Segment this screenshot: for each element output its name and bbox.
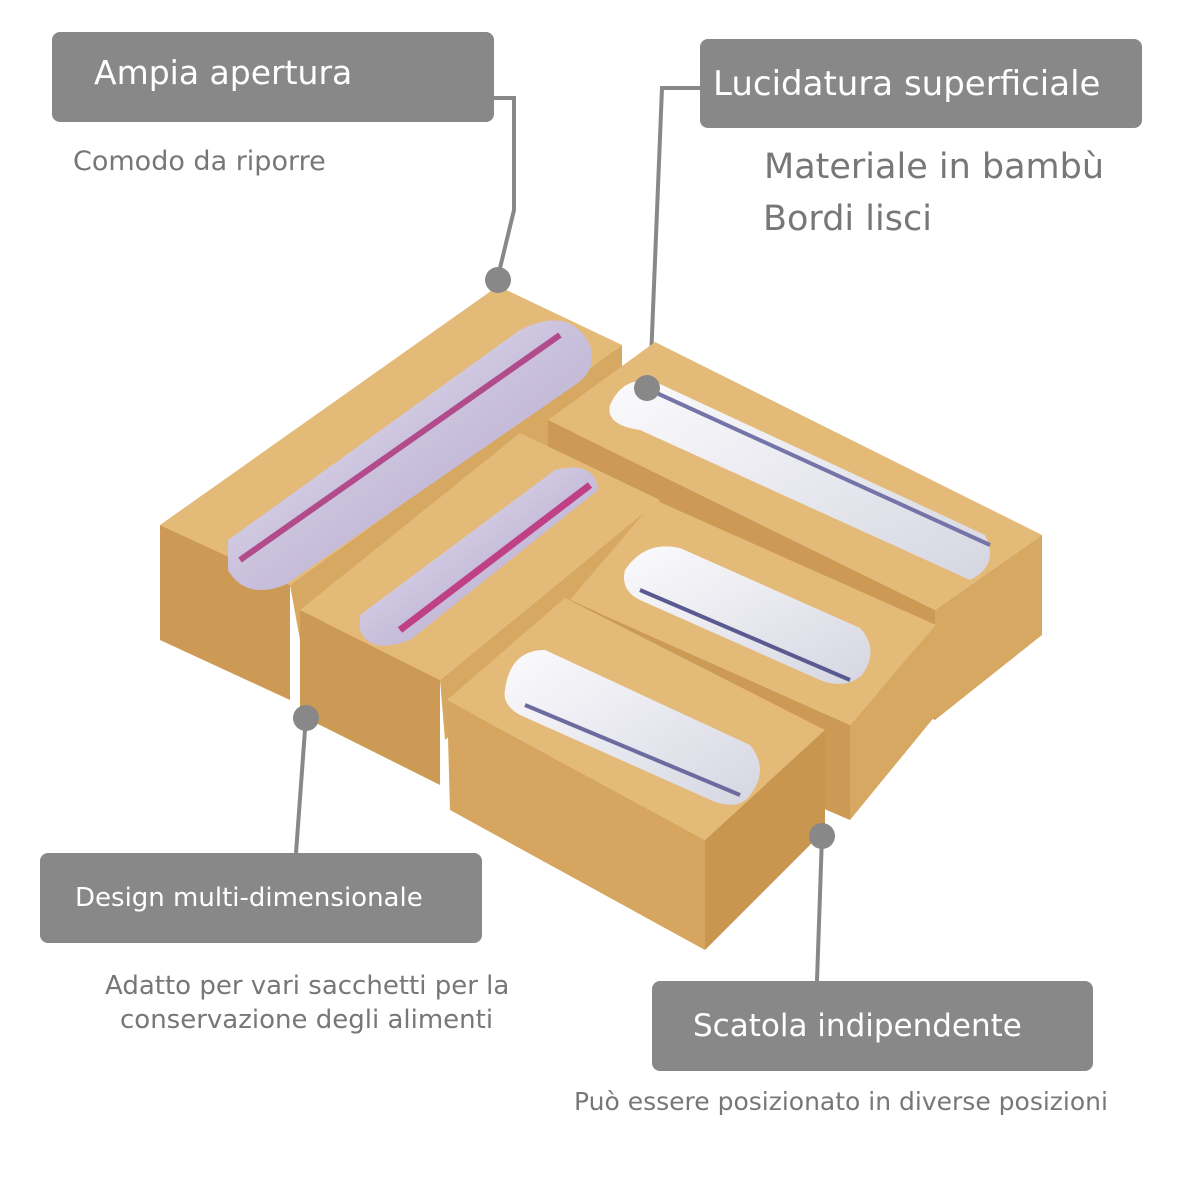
caption-comodo: Comodo da riporre bbox=[73, 146, 326, 177]
label-lucidatura-text: Lucidatura superficiale bbox=[713, 63, 1101, 104]
label-lucidatura: Lucidatura superficiale bbox=[700, 39, 1142, 128]
caption-bordi: Bordi lisci bbox=[763, 199, 932, 239]
bamboo-box-front bbox=[447, 598, 825, 950]
label-scatola-text: Scatola indipendente bbox=[693, 1008, 1022, 1044]
label-ampia-apertura: Ampia apertura bbox=[52, 32, 494, 122]
caption-adatto-line1: Adatto per vari sacchetti per la bbox=[105, 971, 510, 1001]
label-ampia-apertura-text: Ampia apertura bbox=[94, 52, 353, 92]
label-design: Design multi-dimensionale bbox=[40, 853, 482, 943]
caption-puo: Può essere posizionato in diverse posizi… bbox=[574, 1087, 1108, 1116]
label-design-text: Design multi-dimensionale bbox=[75, 883, 423, 913]
caption-adatto-line2: conservazione degli alimenti bbox=[120, 1005, 494, 1035]
connector-dots bbox=[293, 267, 835, 849]
label-scatola: Scatola indipendente bbox=[652, 981, 1093, 1071]
connector-lines bbox=[294, 86, 824, 982]
caption-materiale: Materiale in bambù bbox=[764, 147, 1105, 187]
